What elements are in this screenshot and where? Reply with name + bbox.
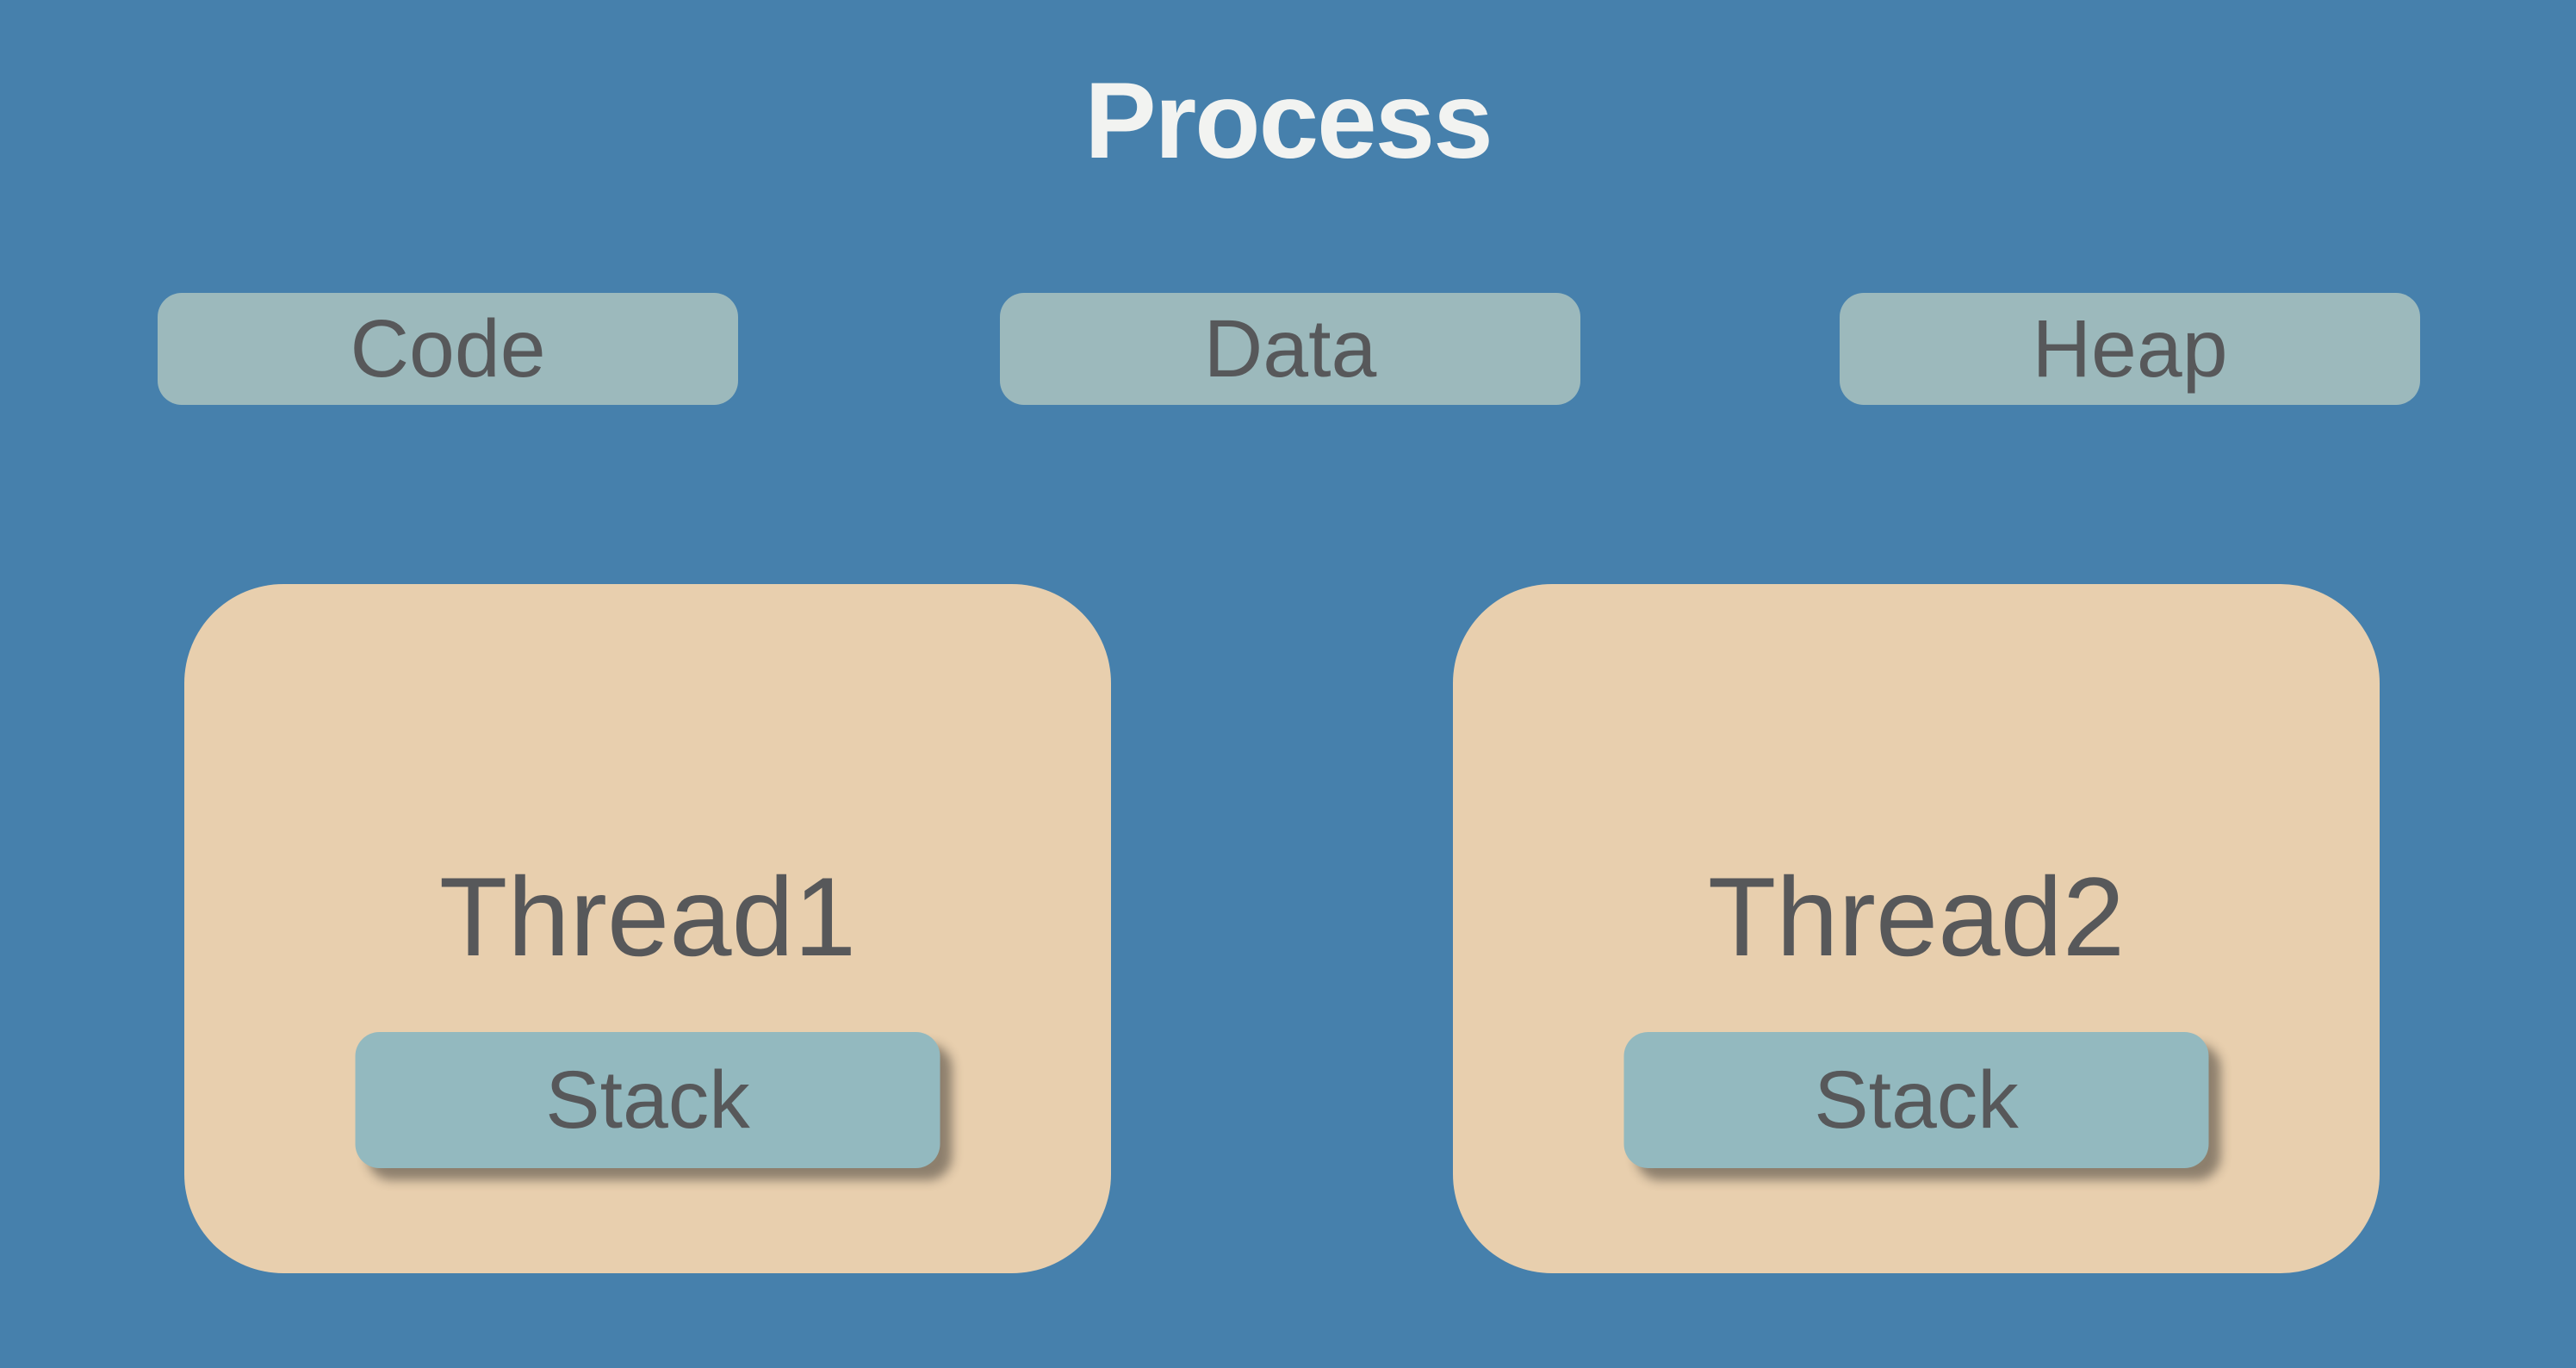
segment-label-data: Data [1203, 302, 1377, 395]
thread1-stack-label: Stack [545, 1054, 750, 1146]
thread1-box: Thread1 Stack [184, 584, 1111, 1273]
segment-label-code: Code [350, 302, 546, 395]
segment-box-code: Code [158, 293, 738, 405]
thread2-box: Thread2 Stack [1453, 584, 2380, 1273]
segment-label-heap: Heap [2032, 302, 2228, 395]
process-title: Process [1084, 61, 1493, 181]
thread2-stack-box: Stack [1623, 1032, 2209, 1168]
thread1-stack-box: Stack [355, 1032, 940, 1168]
thread1-label: Thread1 [438, 854, 857, 979]
segment-box-heap: Heap [1840, 293, 2420, 405]
segment-box-data: Data [1000, 293, 1580, 405]
thread2-stack-label: Stack [1814, 1054, 2019, 1146]
thread2-label: Thread2 [1707, 854, 2126, 979]
